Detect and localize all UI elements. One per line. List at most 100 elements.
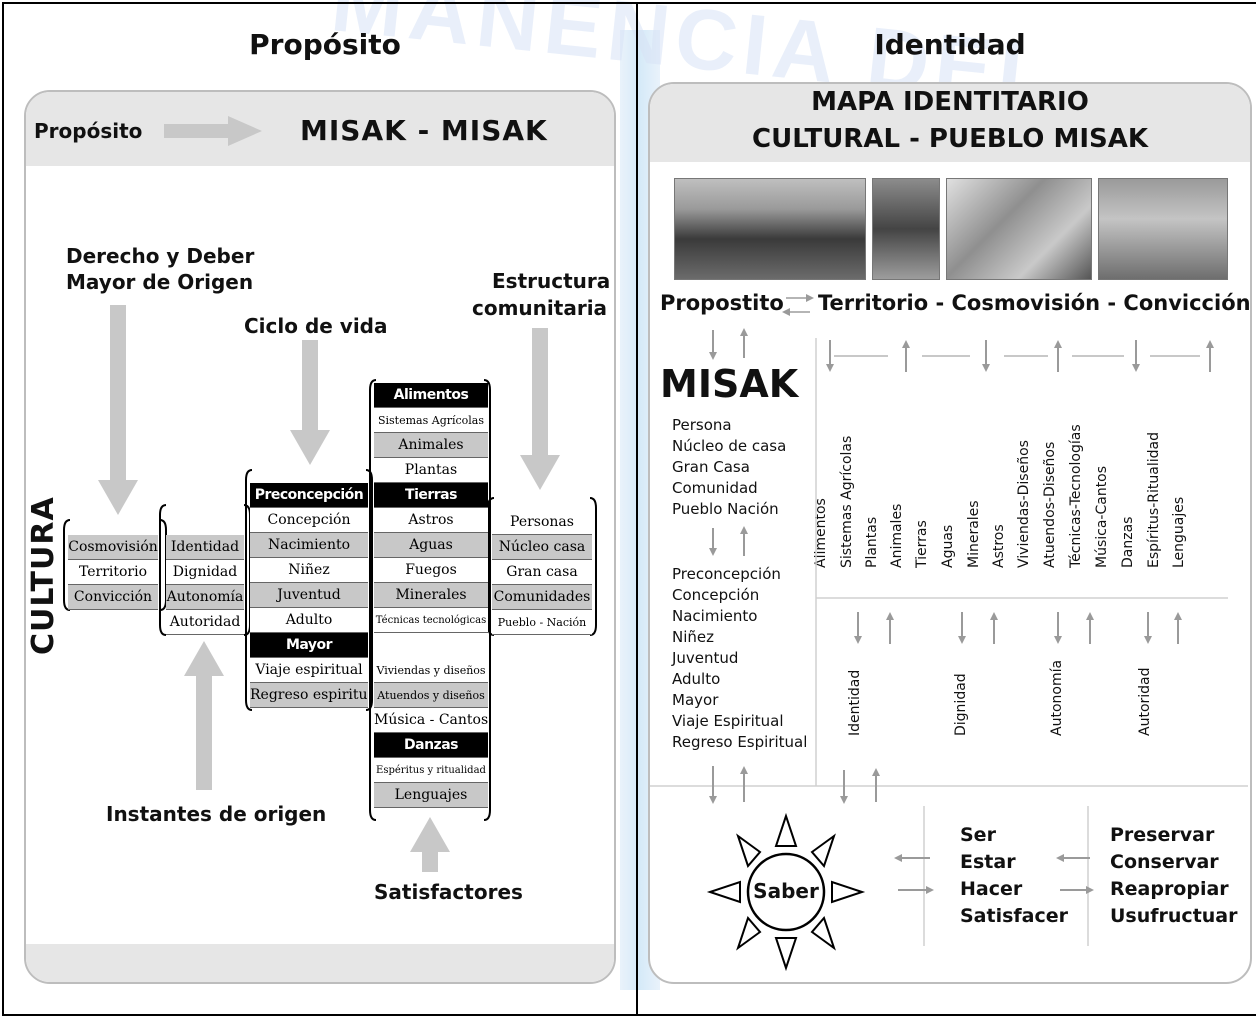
col4-cell: Fuegos (374, 558, 488, 583)
col1-cell: Cosmovisión (68, 535, 158, 560)
col4-cell: Atuendos y diseños (374, 683, 488, 708)
header-purpose-label: Propósito (34, 119, 143, 143)
col3-cell: Mayor (250, 633, 368, 658)
col5-cell: Gran casa (492, 560, 592, 585)
col4-cell: Aguas (374, 533, 488, 558)
arrow-ciclo-down (290, 340, 330, 465)
col4-cell: Música - Cantos (374, 708, 488, 733)
social-list-item: Persona (672, 416, 732, 434)
bracket-col5-left (487, 497, 495, 636)
verb-item: Ser (960, 824, 996, 846)
bracket-col2-left (159, 504, 167, 636)
col4-cell: Minerales (374, 583, 488, 608)
verb-item: Conservar (1110, 851, 1219, 873)
col3-cell: Adulto (250, 608, 368, 633)
card-header (26, 92, 614, 166)
col2-cell: Autoridad (166, 610, 244, 635)
label-derecho: Derecho y Deber (66, 244, 255, 268)
label-comunitaria: comunitaria (472, 296, 608, 320)
row-propostito: Propostito (660, 291, 784, 315)
row-territorio: Territorio - Cosmovisión - Convicción (818, 291, 1251, 315)
verb-item: Preservar (1110, 824, 1215, 846)
col4-cell: Viviendas y diseños (374, 658, 488, 683)
label-satisfactores: Satisfactores (374, 880, 523, 904)
social-list-item: Pueblo Nación (672, 500, 779, 518)
life-cycle-item: Juventud (672, 649, 739, 667)
col3-cell: Niñez (250, 558, 368, 583)
life-cycle-item: Nacimiento (672, 607, 758, 625)
bracket-col5-right (589, 497, 597, 636)
map-title-line2: CULTURAL - PUEBLO MISAK (752, 124, 1148, 154)
right-column-title: Identidad (874, 28, 1026, 61)
col4-cell: Alimentos (374, 383, 488, 408)
life-cycle-list: Preconcepción Concepción Nacimiento Niñe… (672, 564, 807, 753)
arrow-satisfactores-up (410, 817, 450, 872)
col3-cell: Viaje espiritual (250, 658, 368, 683)
verbs-list-2: Preservar Conservar Reapropiar Usufructu… (1110, 822, 1238, 930)
sun-icon (706, 812, 866, 972)
col4-cell: Lenguajes (374, 783, 488, 808)
card-footer (26, 944, 614, 982)
life-cycle-item: Mayor (672, 691, 719, 709)
photo-person (872, 178, 940, 280)
misak-title: MISAK (660, 362, 799, 406)
bracket-col4-left (369, 379, 377, 821)
left-column-title: Propósito (249, 28, 401, 61)
life-cycle-item: Adulto (672, 670, 721, 688)
social-list: Persona Núcleo de casa Gran Casa Comunid… (672, 415, 786, 520)
col5-cell: Personas (492, 510, 592, 535)
life-cycle-item: Concepción (672, 586, 760, 604)
life-cycle-item: Regreso Espiritual (672, 733, 808, 751)
life-cycle-item: Viaje Espiritual (672, 712, 784, 730)
col1-cell: Convicción (68, 585, 158, 610)
col3-cell: Concepción (250, 508, 368, 533)
col2-cell: Autonomía (166, 585, 244, 610)
col4-cell: Plantas (374, 458, 488, 483)
card-header (650, 84, 1250, 162)
social-list-item: Comunidad (672, 479, 758, 497)
arrow-instantes-up (184, 641, 224, 790)
col3-cell: Nacimiento (250, 533, 368, 558)
col4-cell: Técnicas tecnológicas (374, 608, 488, 633)
social-list-item: Gran Casa (672, 458, 750, 476)
col2-cell: Identidad (166, 535, 244, 560)
label-instantes: Instantes de origen (106, 802, 327, 826)
arrow-derecho-down (98, 305, 138, 515)
col4-cell: Sistemas Agrícolas (374, 408, 488, 433)
social-list-item: Núcleo de casa (672, 437, 787, 455)
col1-cell: Territorio (68, 560, 158, 585)
photo-classroom (1098, 178, 1228, 280)
life-cycle-item: Preconcepción (672, 565, 781, 583)
arrow-estructura-down (520, 328, 560, 490)
verb-item: Usufructuar (1110, 905, 1238, 927)
col4-cell: Tierras (374, 483, 488, 508)
label-ciclo-vida: Ciclo de vida (244, 314, 388, 338)
col2-cell: Dignidad (166, 560, 244, 585)
verbs-list-1: Ser Estar Hacer Satisfacer (960, 822, 1068, 930)
photo-group (674, 178, 866, 280)
verb-item: Satisfacer (960, 905, 1069, 927)
verb-item: Reapropiar (1110, 878, 1229, 900)
photo-gathering (946, 178, 1092, 280)
col4-cell: Astros (374, 508, 488, 533)
verb-item: Estar (960, 851, 1016, 873)
label-estructura: Estructura (492, 269, 611, 293)
bracket-col1-left (63, 519, 71, 611)
map-title-line1: MAPA IDENTITARIO (811, 87, 1089, 117)
col3-cell: Regreso espiritual (250, 683, 368, 708)
bracket-col4-right (483, 379, 491, 821)
bracket-col3-left (245, 469, 253, 711)
col5-cell: Núcleo casa (492, 535, 592, 560)
col4-cell: Danzas (374, 733, 488, 758)
header-arrow (164, 116, 262, 146)
col3-cell: Juventud (250, 583, 368, 608)
col4-cell: Animales (374, 433, 488, 458)
col4-cell: Espéritus y ritualidad (374, 758, 488, 783)
label-mayor-origen: Mayor de Origen (66, 270, 254, 294)
life-cycle-item: Niñez (672, 628, 714, 646)
col3-cell: Preconcepción (250, 483, 368, 508)
saber-label: Saber (753, 879, 819, 903)
col5-cell: Pueblo - Nación (492, 610, 592, 635)
